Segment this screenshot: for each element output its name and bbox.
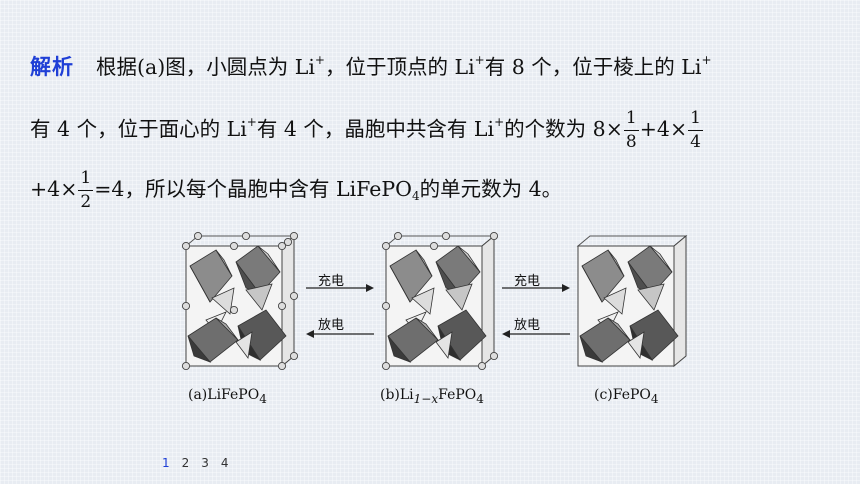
- caption-a: (a)LiFePO4: [188, 387, 267, 406]
- sup: +: [701, 53, 712, 67]
- text: 有 8 个，位于棱上的 Li: [484, 55, 702, 79]
- caption-text: (b)Li: [380, 387, 414, 403]
- discharge-arrow: [306, 330, 570, 338]
- sup: +: [246, 115, 257, 129]
- sub: 4: [411, 189, 420, 203]
- caption-sub: 4: [259, 392, 267, 406]
- sup: +: [474, 53, 485, 67]
- analysis-line-1: 解析根据(a)图，小圆点为 Li+，位于顶点的 Li+有 8 个，位于棱上的 L…: [30, 50, 712, 81]
- discharge-label: 放电: [514, 318, 541, 333]
- denominator: 4: [690, 132, 701, 152]
- caption-c: (c)FePO4: [594, 387, 659, 406]
- text: +4×: [30, 177, 78, 201]
- charge-arrow: [306, 284, 570, 292]
- caption-text: (c)FePO: [594, 387, 651, 403]
- numerator: 1: [688, 110, 703, 131]
- text: ，位于顶点的 Li: [324, 55, 475, 79]
- caption-text: FePO: [438, 387, 477, 403]
- cell-b: [381, 231, 499, 371]
- cell-c: [577, 235, 687, 367]
- page-link-2[interactable]: 2: [181, 456, 190, 470]
- numerator: 1: [623, 110, 639, 131]
- sup: +: [494, 115, 505, 129]
- denominator: 2: [80, 192, 92, 212]
- text: +4×: [639, 117, 688, 141]
- charge-label: 充电: [318, 274, 345, 289]
- crystal-structure-figure: [181, 231, 687, 371]
- charge-label: 充电: [514, 274, 541, 289]
- numerator: 1: [78, 170, 94, 191]
- analysis-keyword: 解析: [30, 55, 74, 79]
- caption-sub: 1−x: [413, 392, 439, 406]
- caption-text: (a)LiFePO: [188, 387, 260, 403]
- page-link-3[interactable]: 3: [201, 456, 209, 470]
- caption-sub: 4: [650, 392, 659, 406]
- sup: +: [314, 53, 325, 67]
- discharge-label: 放电: [318, 318, 345, 333]
- text: 的个数为 8×: [504, 117, 623, 141]
- text: =4，所以每个晶胞中含有 LiFePO: [94, 177, 412, 201]
- caption-b: (b)Li1−xFePO4: [380, 387, 484, 406]
- denominator: 8: [625, 132, 637, 152]
- caption-sub: 4: [476, 392, 484, 406]
- page-link-1[interactable]: 1: [162, 456, 170, 470]
- text: 的单元数为 4。: [419, 177, 563, 201]
- text: 根据(a)图，小圆点为 Li: [96, 55, 315, 79]
- page-link-4[interactable]: 4: [220, 456, 229, 470]
- text: 有 4 个，位于面心的 Li: [30, 117, 247, 141]
- text: 有 4 个，晶胞中共含有 Li: [256, 117, 495, 141]
- cell-a: [181, 231, 299, 371]
